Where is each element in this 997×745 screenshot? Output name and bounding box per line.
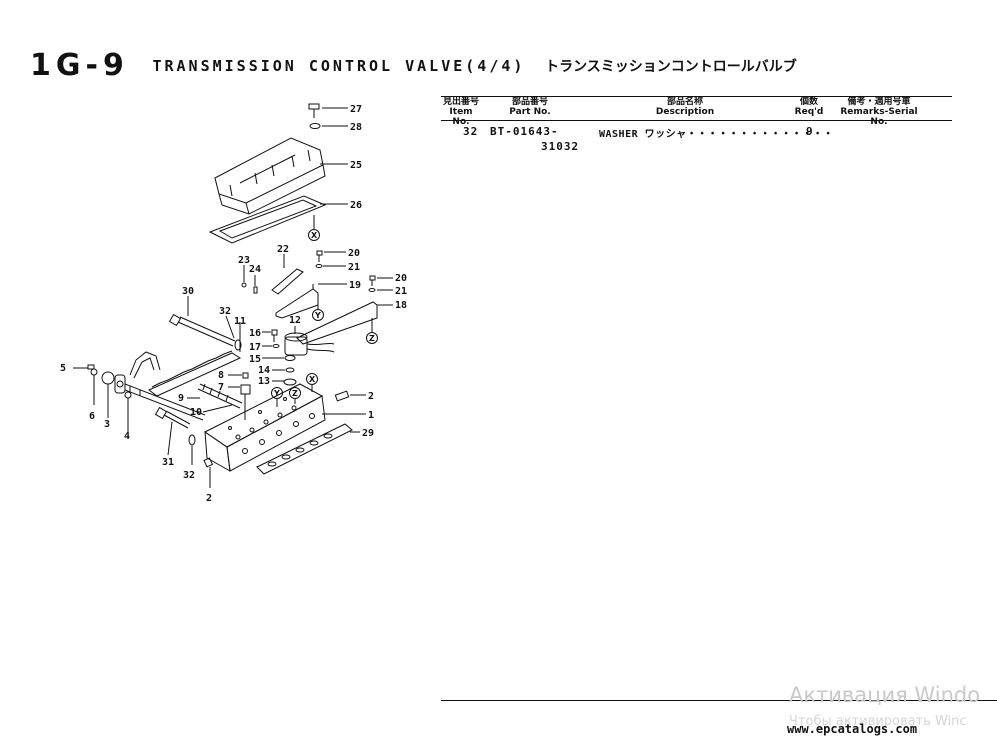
callout-24: 24 (249, 264, 261, 275)
gasket-26-shape (208, 195, 327, 244)
callout-14: 14 (258, 365, 270, 376)
callout-17: 17 (249, 342, 261, 353)
callout-22: 22 (277, 244, 289, 255)
cover-25-shape (214, 137, 326, 215)
callout-21b: 21 (395, 286, 407, 297)
callout-12: 12 (289, 315, 301, 326)
row-qty: 9 (806, 125, 814, 138)
bolt-30-shape (168, 313, 236, 347)
solenoid-12-shape (284, 332, 335, 356)
callout-23: 23 (238, 255, 250, 266)
activation-watermark-sub: Чтобы активировать Winc (789, 714, 967, 729)
ref-z-body: Z (292, 389, 298, 398)
washer-28-shape (309, 123, 321, 129)
callout-18: 18 (395, 300, 407, 311)
callout-27: 27 (350, 104, 362, 115)
row-description: WASHER ワッシャ・・・・・・・・・・・・・・ (599, 129, 834, 140)
separator-plate-11-shape (148, 352, 242, 397)
valve-body-1-shape (204, 383, 326, 472)
callout-4: 4 (124, 431, 130, 442)
row-item-no: 32 (463, 125, 479, 138)
callout-32b: 32 (183, 470, 195, 481)
callout-32a: 32 (219, 306, 231, 317)
callout-30: 30 (182, 286, 194, 297)
ref-z-top: Z (369, 334, 375, 343)
callout-25: 25 (350, 160, 362, 171)
header-rule-top (441, 96, 952, 97)
callout-2a: 2 (368, 391, 374, 402)
callout-20a: 20 (348, 248, 360, 259)
callout-10: 10 (190, 407, 202, 418)
gasket-29-shape (256, 423, 353, 475)
callout-5: 5 (60, 363, 66, 374)
callout-21a: 21 (348, 262, 360, 273)
header-rule-bottom (441, 120, 952, 121)
callout-8: 8 (218, 370, 224, 381)
callout-16: 16 (249, 328, 261, 339)
callout-6: 6 (89, 411, 95, 422)
callout-29: 29 (362, 428, 374, 439)
callout-7: 7 (218, 382, 224, 393)
bracket-19-shape (275, 288, 319, 319)
ref-x-top: X (311, 231, 318, 240)
callout-9: 9 (178, 393, 184, 404)
bracket-18-shape (296, 301, 378, 345)
ref-x-body: X (309, 375, 316, 384)
part-title: TRANSMISSION CONTROL VALVE(4/4) (152, 56, 526, 75)
ref-y-body: Y (273, 389, 280, 398)
callout-13: 13 (258, 376, 270, 387)
wire-harness (129, 351, 161, 376)
bolt-27-shape (308, 103, 320, 118)
spool-9-shape (197, 383, 243, 409)
exploded-parts-diagram: 27 28 25 26 22 23 24 20 21 20 21 19 18 3… (60, 103, 407, 504)
page-title: 1G-9 TRANSMISSION CONTROL VALVE(4/4) トラン… (30, 48, 797, 83)
callout-19: 19 (349, 280, 361, 291)
plate-22-shape (271, 268, 304, 295)
footer-rule (441, 700, 997, 701)
callout-11: 11 (234, 316, 246, 327)
row-part-no-cont: 31032 (541, 140, 580, 153)
callout-20b: 20 (395, 273, 407, 284)
page-number: 1G-9 (30, 48, 129, 83)
callout-15: 15 (249, 354, 261, 365)
callout-26: 26 (350, 200, 362, 211)
callout-3: 3 (104, 419, 110, 430)
shaft-4-shape (114, 374, 206, 421)
callout-2b: 2 (206, 493, 212, 504)
callout-1: 1 (368, 410, 374, 421)
callout-28: 28 (350, 122, 362, 133)
part-title-jp: トランスミッションコントロールバルブ (545, 58, 797, 75)
row-part-no: BT-01643- (490, 125, 559, 138)
activation-watermark: Активация Windo (789, 683, 981, 707)
callout-31: 31 (162, 457, 174, 468)
bolt-31-shape (154, 406, 191, 429)
site-url: www.epcatalogs.com (787, 722, 918, 736)
ref-y-top: Y (314, 311, 321, 320)
